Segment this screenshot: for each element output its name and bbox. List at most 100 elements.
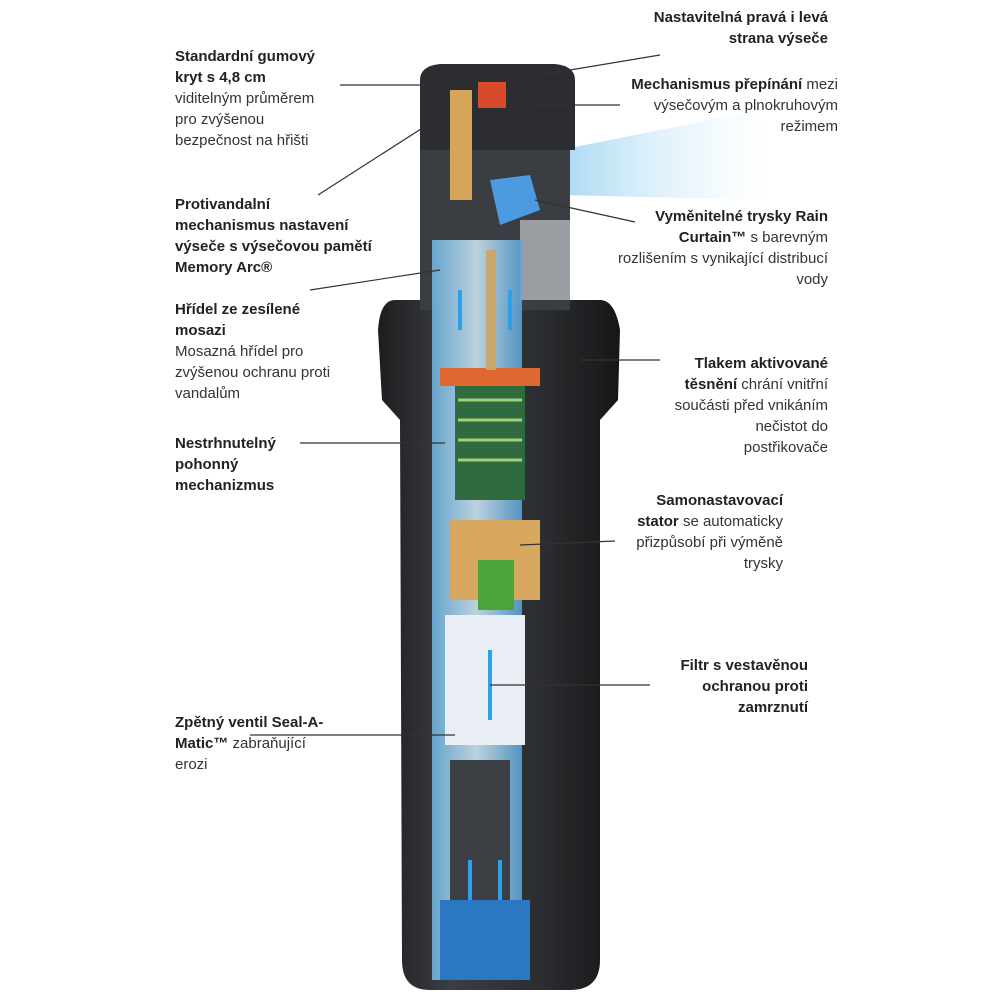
label-line: ochranou proti [680,676,808,697]
label-rubber-cover: Standardní gumový kryt s 4,8 cm viditelným… [175,46,315,151]
label-line: Matic™ zabraňující [175,733,323,754]
label-bold-text: Vyměnitelné trysky Rain [655,208,828,225]
label-bold-text: kryt s 4,8 cm [175,69,266,86]
label-text: pro zvýšenou [175,111,265,128]
label-line: výseče s výsečovou pamětí [175,236,372,257]
label-line: trysky [636,553,783,574]
label-line: vandalům [175,383,330,404]
label-line: mechanismus nastavení [175,215,372,236]
label-text: viditelným průměrem [175,90,315,107]
label-text: bezpečnost na hřišti [175,132,309,149]
label-line: Protivandalní [175,194,372,215]
label-arc-sides: Nastavitelná pravá i levá strana výseče [654,7,828,49]
label-line: bezpečnost na hřišti [175,130,315,151]
label-line: režimem [631,116,838,137]
label-bold-text: mechanismus nastavení [175,217,349,234]
label-line: Mosazná hřídel pro [175,341,330,362]
label-text: mezi [802,76,838,93]
label-line: Curtain™ s barevným [618,227,828,248]
label-bold-text: zamrznutí [737,699,808,716]
filter [445,615,525,745]
label-line: těsnění chrání vnitřní [675,374,828,395]
inlet-thread [440,900,530,980]
label-bold-text: výseče s výsečovou pamětí [175,238,372,255]
label-line: viditelným průměrem [175,88,315,109]
label-text: součásti před vnikáním [674,397,828,414]
label-text: Mosazná hřídel pro [175,343,304,360]
label-line: Nestrhnutelný [175,433,276,454]
label-line: erozi [175,754,323,775]
label-text: zvýšenou ochranu proti [175,364,331,381]
label-line: Nastavitelná pravá i levá [654,7,828,28]
label-bold-text: Tlakem aktivované [694,355,828,372]
label-drive: Nestrhnutelný pohonný mechanizmus [175,433,276,496]
label-bold-text: Curtain™ [678,229,747,246]
label-bold-text: Filtr s vestavěnou [680,657,808,674]
label-text: trysky [743,555,783,572]
label-bold-text: Nastavitelná pravá i levá [653,9,828,26]
label-line: přizpůsobí při výměně [636,532,783,553]
label-text: rozlišením s vynikající distribucí [617,250,828,267]
label-text: chrání vnitřní [737,376,828,393]
label-filter: Filtr s vestavěnou ochranou proti zamrznut… [680,655,808,718]
label-bold-text: stator [637,513,679,530]
label-line: Filtr s vestavěnou [680,655,808,676]
label-text: vandalům [175,385,241,402]
label-text: zabraňující [228,735,306,752]
label-bold-text: Samonastavovací [656,492,783,509]
label-bold-text: mechanizmus [175,477,275,494]
label-line: rozlišením s vynikající distribucí [618,248,828,269]
label-bold-text: Standardní gumový [175,48,316,65]
label-line: nečistot do [675,416,828,437]
label-bold-text: těsnění [684,376,738,393]
label-bold-text: Matic™ [175,735,229,752]
label-line: mosazi [175,320,330,341]
label-text: vody [796,271,828,288]
label-text: přizpůsobí při výměně [636,534,783,551]
nozzle [490,175,540,225]
label-text: režimem [780,118,838,135]
label-line: kryt s 4,8 cm [175,67,315,88]
label-text: postřikovače [743,439,828,456]
brass-shaft [486,250,496,370]
label-stator: Samonastavovací stator se automaticky přiz… [636,490,783,574]
water-spray [560,110,770,200]
label-line: mechanizmus [175,475,276,496]
stator-core [478,560,514,610]
label-bold-text: Nestrhnutelný [175,435,276,452]
label-line: zamrznutí [680,697,808,718]
label-line: Memory Arc® [175,257,372,278]
label-bold-text: Memory Arc® [175,259,273,276]
label-seal: Tlakem aktivované těsnění chrání vnitřní s… [675,353,828,458]
label-line: postřikovače [675,437,828,458]
label-line: pro zvýšenou [175,109,315,130]
leader-lines [250,54,661,736]
label-line: Tlakem aktivované [675,353,828,374]
label-text: se automaticky [678,513,783,530]
label-line: součásti před vnikáním [675,395,828,416]
label-line: Vyměnitelné trysky Rain [618,206,828,227]
label-line: vody [618,269,828,290]
label-line: výsečovým a plnokruhovým [631,95,838,116]
label-bold-text: Zpětný ventil Seal-A- [175,714,324,731]
gear-drive [455,370,525,500]
label-bold-text: pohonný [175,456,239,473]
label-line: Zpětný ventil Seal-A- [175,712,323,733]
label-line: stator se automaticky [636,511,783,532]
label-bold-text: Mechanismus přepínání [631,76,803,93]
label-line: Standardní gumový [175,46,315,67]
label-line: Hřídel ze zesílené [175,299,330,320]
label-line: zvýšenou ochranu proti [175,362,330,383]
arc-adjust-red [478,82,506,108]
metal-sleeve [520,220,570,300]
label-bold-text: Hřídel ze zesílené [175,301,301,318]
seal-ring [440,368,540,386]
label-line: Mechanismus přepínání mezi [631,74,838,95]
label-bold-text: strana výseče [728,30,828,47]
label-bold-text: Protivandalní [175,196,271,213]
label-antivandal-arc: Protivandalní mechanismus nastavení výseče… [175,194,372,278]
